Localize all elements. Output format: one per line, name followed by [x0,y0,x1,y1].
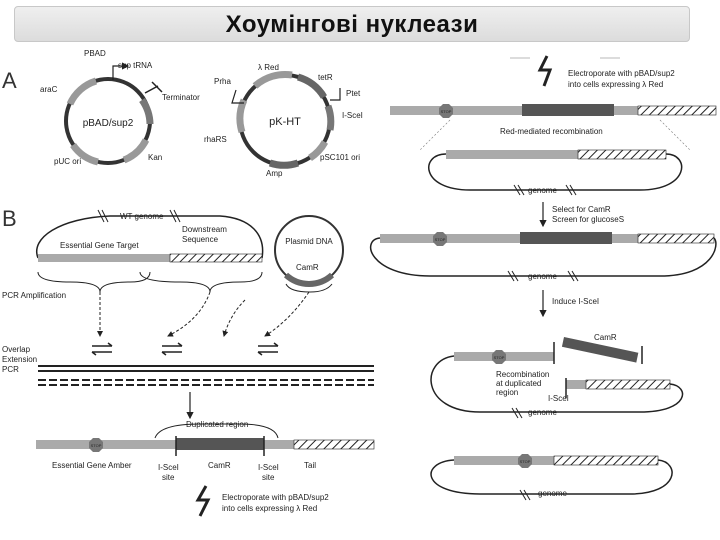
genome-loop-2: STOP genome [369,232,717,282]
tail-label: Tail [304,461,316,470]
pcr-amplification-label: PCR Amplification [2,291,66,300]
wt-genome-label: WT genome [120,212,164,221]
cassette-row-1: STOP [390,104,717,118]
label-lambda-red: λ Red [258,63,279,72]
genome-label-4: genome [538,489,567,498]
recomb-line2: at duplicated [496,379,541,388]
downstream-line2: Sequence [182,235,219,244]
label-amp: Amp [266,169,283,178]
lightning-icon-right [537,55,553,87]
overlap-strands [38,365,374,386]
genome-loop-1: genome [428,149,683,196]
label-kan: Kan [148,153,162,162]
stop-sign-r3: STOP [494,355,505,360]
isce-label-r: I-SceI [548,394,569,403]
label-rhars: rhaRS [204,135,227,144]
label-terminator: Terminator [162,93,200,102]
genome-label-3: genome [528,408,557,417]
select-line1: Select for CamR [552,205,611,214]
primer-arrows [91,342,279,356]
stop-sign-r1: STOP [441,109,452,114]
label-pbad: PBAD [84,49,106,58]
stop-sign-r2: STOP [435,237,446,242]
plasmid-dna: Plasmid DNA CamR [274,215,344,287]
label-sup-trna: sup tRNA [118,61,153,70]
recomb-line3: region [496,388,518,397]
label-arac: araC [40,85,58,94]
essential-gene-target: Essential Gene Target [60,241,139,250]
overlap-line2: Extension [2,355,37,364]
label-isce: I-SceI [342,111,363,120]
plasmid2-name: pK-HT [269,116,301,128]
plasmid-pbad-sup2: pBAD/sup2 PBAD sup tRNA Terminator araC … [40,49,200,166]
label-prha: Prha [214,77,231,86]
constructed-cassette: STOP Essential Gene Amber I-SceI site Ca… [36,436,375,482]
slide-title: Хоумінгові нуклеази [225,11,479,38]
label-ptet: Ptet [346,89,361,98]
panel-b-letter: B [2,206,17,231]
essential-gene-amber: Essential Gene Amber [52,461,132,470]
genome-loop-4: STOP genome [430,454,673,501]
plasmid1-name: pBAD/sup2 [83,118,134,129]
plasmid-dna-label: Plasmid DNA [285,237,333,246]
genome-loop-3: STOP CamR Recombination at duplicated re… [430,333,684,419]
lightning-icon [195,485,211,517]
isce-site-2b: site [262,473,275,482]
cam-label-r: CamR [594,333,617,342]
overlap-line1: Overlap [2,345,31,354]
wt-genome-loop: WT genome Essential Gene Target Downstre… [36,209,264,263]
plasmid-pk-ht: pK-HT λ Red tetR Ptet Prha I-SceI rhaRS … [204,63,363,178]
title-bar: Хоумінгові нуклеази [14,6,690,42]
downstream-line1: Downstream [182,225,227,234]
electroporate-b-line2: into cells expressing λ Red [222,504,317,513]
label-puc-ori: pUC ori [54,157,81,166]
isce-site-2a: I-SceI [258,463,279,472]
panel-a-letter: A [2,68,17,93]
cam-label-cassette: CamR [208,461,231,470]
select-line2: Screen for glucoseS [552,215,624,224]
overlap-line3: PCR [2,365,19,374]
isce-site-1b: site [162,473,175,482]
step1-line1: Electroporate with pBAD/sup2 [568,69,675,78]
cam-label-b: CamR [296,263,319,272]
induce-label: Induce I-SceI [552,297,599,306]
step1-line2: into cells expressing λ Red [568,80,663,89]
label-psc101-ori: pSC101 ori [320,153,360,162]
stop-sign-b: STOP [91,443,102,448]
red-recombination-label: Red-mediated recombination [500,127,603,136]
label-tetr: tetR [318,73,333,82]
genome-label-1: genome [528,186,557,195]
recomb-line1: Recombination [496,370,549,379]
electroporate-b-line1: Electroporate with pBAD/sup2 [222,493,329,502]
stop-sign-r4: STOP [520,459,531,464]
isce-site-1a: I-SceI [158,463,179,472]
duplicated-region-label: Duplicated region [186,420,248,429]
genome-label-2: genome [528,272,557,281]
